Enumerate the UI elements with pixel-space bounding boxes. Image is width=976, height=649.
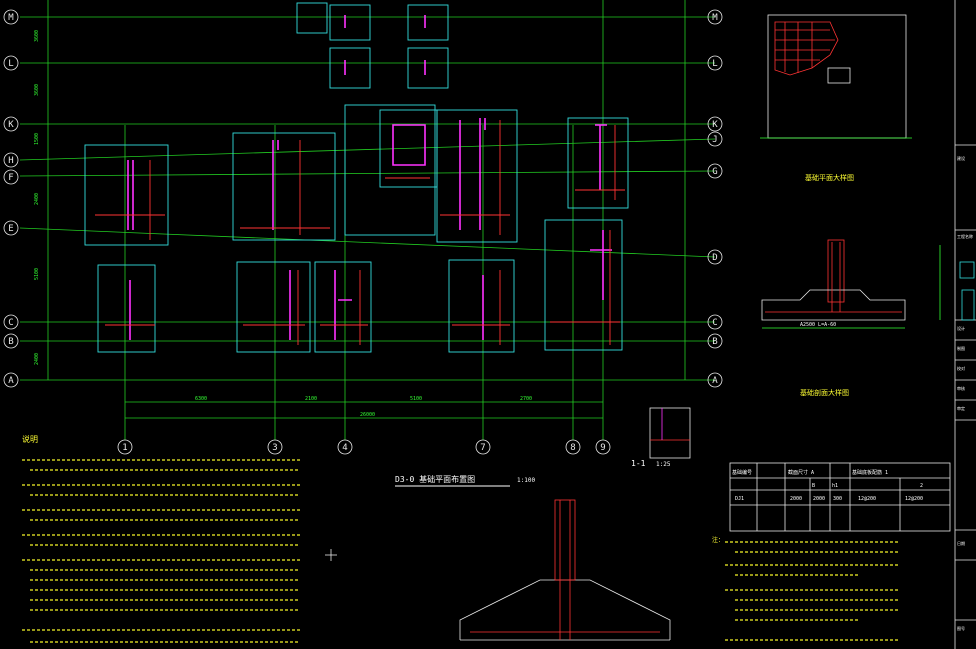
axis-C-right: C [712, 318, 717, 328]
axis-J-right: J [712, 135, 717, 145]
axis-labels-bottom: 1 3 4 7 8 9 [122, 443, 605, 453]
svg-text:6300: 6300 [195, 396, 207, 402]
plan-title: D3-0 基础平面布置图 [395, 474, 475, 484]
axis-L-right: L [712, 59, 717, 69]
table-header-5: 基础底板配筋 1 [852, 469, 888, 476]
axis-K-right: K [712, 120, 718, 130]
title-block-label-7: 审定 [957, 405, 965, 411]
table-header-3: B [812, 483, 815, 489]
bottom-dimension-text: 6300 2100 5100 2700 26000 [195, 396, 532, 418]
title-block-label-3: 设计 [957, 325, 965, 331]
axis-bubbles-bottom [117, 439, 611, 455]
title-block-label-2: 工程名称 [957, 233, 973, 239]
axis-A-left: A [8, 376, 14, 386]
detail-plan-title: 基础平面大样图 [805, 173, 854, 182]
axis-7: 7 [480, 443, 485, 453]
footing-outlines [84, 2, 629, 353]
axis-3: 3 [272, 443, 277, 453]
rebar-lines [95, 120, 625, 345]
svg-text:26000: 26000 [360, 412, 375, 418]
notes-placeholder-lines [22, 459, 300, 643]
axis-4: 4 [342, 443, 347, 453]
axis-A-right: A [712, 376, 718, 386]
table-cell-6: 12@200 [905, 496, 923, 502]
title-block-label-9: 图号 [957, 625, 965, 631]
axis-8: 8 [570, 443, 575, 453]
table-cell-5: 12@200 [858, 496, 876, 502]
svg-text:2700: 2700 [520, 396, 532, 402]
title-block [954, 0, 976, 649]
svg-text:2400: 2400 [34, 353, 40, 365]
axis-1: 1 [122, 443, 127, 453]
bottom-section-detail [325, 499, 671, 641]
axis-B-right: B [712, 337, 717, 347]
title-block-label-5: 校对 [957, 365, 965, 371]
left-dimension-text: 3600 3600 1500 2400 5100 2400 [34, 30, 40, 365]
detail-section-title: 基础剖面大样图 [800, 388, 849, 397]
table-header-1: 基础编号 [732, 469, 752, 476]
axis-G-right: G [712, 167, 717, 177]
notes-footer-label: 注： [712, 536, 724, 544]
title-block-label-6: 审核 [957, 385, 965, 391]
axis-M-right: M [712, 13, 718, 23]
title-block-text: 建设 工程名称 设计 制图 校对 审核 审定 日期 图号 [957, 155, 973, 631]
axis-C-left: C [8, 318, 13, 328]
axis-bubbles-left [3, 9, 19, 388]
axis-bubbles-right [707, 9, 723, 388]
axis-9: 9 [600, 443, 605, 453]
svg-text:1500: 1500 [34, 133, 40, 145]
foundation-table [729, 462, 951, 532]
axis-labels-right: M L K J G D C B A [712, 13, 718, 386]
axis-labels-left: M L K H F E C B A [8, 13, 14, 386]
section-1-1-scale: 1:25 [656, 461, 671, 468]
svg-text:2100: 2100 [305, 396, 317, 402]
svg-text:5100: 5100 [410, 396, 422, 402]
axis-K-left: K [8, 120, 14, 130]
table-cell-3: 2000 [813, 496, 825, 502]
title-block-label-4: 制图 [957, 345, 965, 351]
detail-section-formula: A2500 L=A-60 [800, 322, 836, 328]
section-1-1 [649, 407, 691, 459]
svg-text:3600: 3600 [34, 30, 40, 42]
axis-H-left: H [8, 156, 13, 166]
foundation-table-text: 基础编号 截面尺寸 A B h1 基础底板配筋 1 2 DJ1 2000 200… [732, 469, 923, 502]
table-header-6: 2 [920, 483, 923, 489]
table-cell-1: DJ1 [735, 496, 744, 502]
detail-section [761, 239, 941, 329]
axis-D-right: D [712, 253, 717, 263]
table-cell-2: 2000 [790, 496, 802, 502]
notes-header: 说明 [22, 434, 38, 444]
title-block-label-1: 建设 [957, 155, 965, 161]
title-block-label-8: 日期 [957, 540, 965, 546]
right-notes-placeholder [725, 541, 900, 641]
axis-F-left: F [8, 173, 13, 183]
axis-M-left: M [8, 13, 14, 23]
table-cell-4: 300 [833, 496, 842, 502]
svg-text:3600: 3600 [34, 84, 40, 96]
section-1-1-label: 1-1 [631, 459, 646, 468]
table-header-4: h1 [832, 483, 838, 489]
column-walls [127, 15, 612, 340]
svg-text:5100: 5100 [34, 268, 40, 280]
axis-E-left: E [8, 224, 13, 234]
axis-B-left: B [8, 337, 13, 347]
table-header-2: 截面尺寸 A [788, 469, 814, 476]
axis-L-left: L [8, 59, 13, 69]
plan-scale: 1:100 [517, 477, 535, 484]
svg-text:2400: 2400 [34, 193, 40, 205]
detail-plan [760, 14, 912, 139]
